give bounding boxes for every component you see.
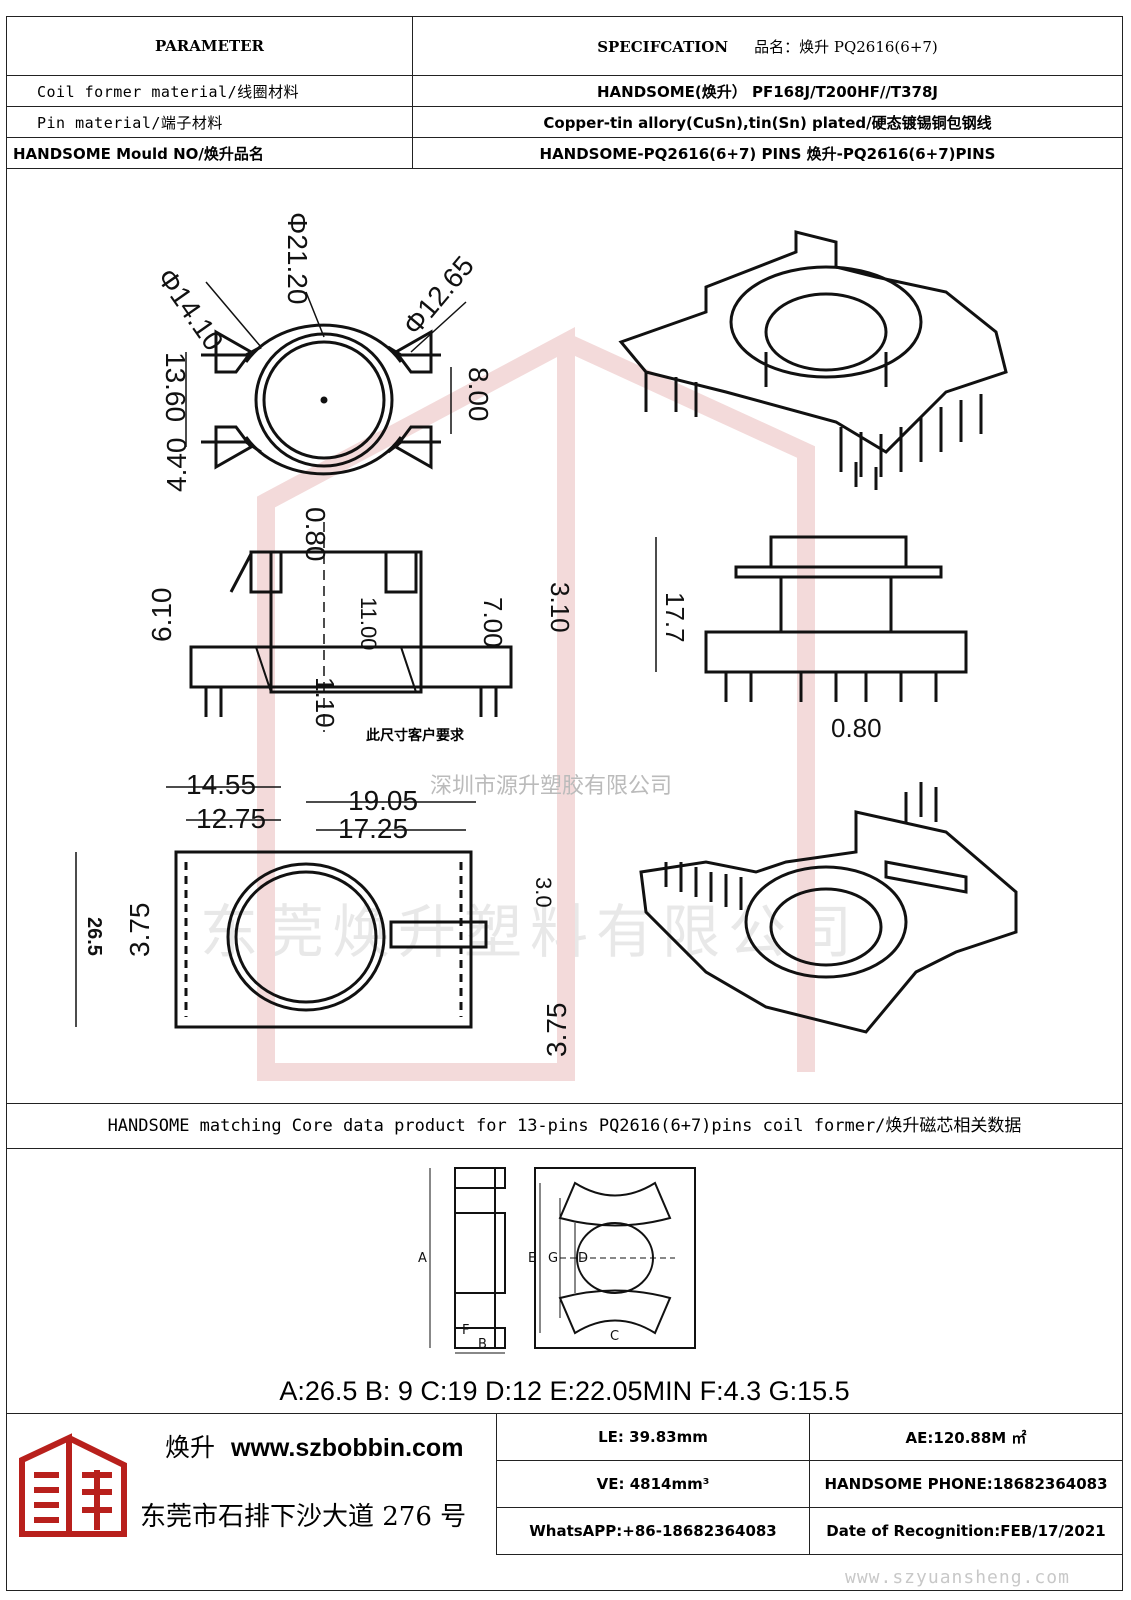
dim-t: 17.25 [338,813,408,844]
dim-l: 3.10 [545,582,575,633]
dim-i: 11.00 [356,597,381,650]
iso-view-bottom [639,782,1018,1034]
dim-u: 3.0 [531,877,556,908]
dim-b: Φ21.20 [282,212,313,304]
dim-g: 0.80 [300,507,331,562]
dim-a: Φ14.10 [151,263,229,356]
dim-v: 3.75 [541,1003,572,1058]
dim-n: 0.80 [831,713,882,743]
row-label-coil-material: Coil former material/线圈材料 [6,75,413,107]
contact-whatsapp: WhatsAPP:+86-18682364083 [496,1507,810,1555]
dim-p: 3.75 [124,903,155,958]
watermark-company-large: 东莞焕升塑料有限公司 [200,898,861,966]
core-label-e: E [528,1251,536,1266]
front-view [189,522,513,732]
core-label-a: A [418,1251,427,1266]
bottom-view [75,786,488,1029]
dim-s: 19.05 [348,785,418,816]
param-le: LE: 39.83mm [496,1413,810,1461]
table-row: Pin material/端子材料 Copper-tin allory(CuSn… [6,106,1123,138]
table-row: VE: 4814mm³ HANDSOME PHONE:18682364083 [496,1460,1123,1508]
core-label-f: F [462,1323,469,1338]
website-link[interactable]: www.szbobbin.com [231,1434,464,1462]
table-row: WhatsAPP:+86-18682364083 Date of Recogni… [496,1507,1123,1555]
core-label-c: C [610,1329,619,1344]
dim-f: 4.40 [161,438,192,493]
company-address: 东莞市石排下沙大道 276 号 [140,1502,467,1532]
row-value-coil-material: HANDSOME(焕升） PF168J/T200HF//T378J [412,75,1123,107]
logo-watermark [257,327,815,1081]
iso-view-top [618,230,1008,490]
core-label-g: G [548,1251,558,1266]
dim-k: 7.00 [478,597,508,648]
spec-label: SPECIFCATION [597,37,729,56]
row-value-pin-material: Copper-tin allory(CuSn),tin(Sn) plated/硬… [412,106,1123,138]
dim-r: 14.55 [186,769,256,800]
table-row: HANDSOME Mould NO/焕升品名 HANDSOME-PQ2616(6… [6,137,1123,169]
core-values: A:26.5 B: 9 C:19 D:12 E:22.05MIN F:4.3 G… [279,1376,850,1406]
table-row: Coil former material/线圈材料 HANDSOME(焕升） P… [6,75,1123,107]
product-label: 品名：焕升 [754,37,830,56]
customer-note: 此尺寸客户要求 [366,727,465,744]
core-data-title: HANDSOME matching Core data product for … [6,1103,1123,1149]
recognition-date: Date of Recognition:FEB/17/2021 [809,1507,1123,1555]
dim-e: 13.60 [160,352,191,422]
technical-drawing: Φ14.10 Φ21.20 Φ12.65 8.00 13.60 4.40 0.8… [75,212,1018,1081]
specification-heading: SPECIFCATION 品名：焕升 PQ2616(6+7) [412,16,1123,76]
row-value-mould-no: HANDSOME-PQ2616(6+7) PINS 焕升-PQ2616(6+7)… [412,137,1123,169]
logo-icon [19,1433,127,1537]
dim-h: 6.10 [146,588,177,643]
param-ae: AE:120.88M ㎡ [809,1413,1123,1461]
core-label-b: B [478,1337,487,1352]
dim-q: 12.75 [196,803,266,834]
contact-phone: HANDSOME PHONE:18682364083 [809,1460,1123,1508]
dim-j: 1.10 [310,677,340,728]
core-label-d: D [578,1251,588,1266]
core-drawing: A B C D E F G [418,1167,696,1354]
side-view [655,535,968,702]
watermark-url: www.szyuansheng.com [845,1567,1070,1588]
brand-line: 焕升 www.szbobbin.com [165,1428,463,1464]
brand-name: 焕升 [165,1433,216,1462]
parameter-heading: PARAMETER [6,16,413,76]
param-ve: VE: 4814mm³ [496,1460,810,1508]
product-name: PQ2616(6+7) [833,37,938,56]
dim-m: 17.7 [660,592,690,643]
table-row: LE: 39.83mm AE:120.88M ㎡ [496,1413,1123,1461]
dim-w: 26.5 [83,917,105,956]
top-view [185,281,467,476]
core-parameters-table: LE: 39.83mm AE:120.88M ㎡ VE: 4814mm³ HAN… [496,1413,1123,1555]
dim-d: 8.00 [463,367,494,422]
watermark-company: 深圳市源升塑胶有限公司 [430,774,673,799]
row-label-mould-no: HANDSOME Mould NO/焕升品名 [6,137,413,169]
row-label-pin-material: Pin material/端子材料 [6,106,413,138]
